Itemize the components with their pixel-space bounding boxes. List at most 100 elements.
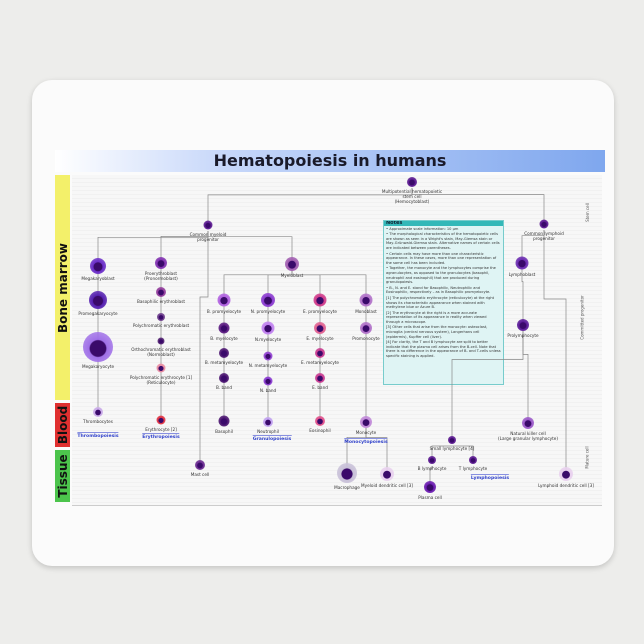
cell-b-band <box>219 373 229 383</box>
cell-cmp <box>203 220 213 230</box>
cell-monoblast <box>359 293 373 307</box>
cell-label: Macrophage <box>334 485 360 490</box>
cell-polychromatic-erythroblast <box>157 313 165 321</box>
cell-label: B. band <box>215 385 233 390</box>
cell-label: N. metamyelocyte <box>248 362 288 368</box>
cell-label: Lymphoblast <box>508 271 536 277</box>
cell-label: E. band <box>312 385 328 390</box>
cell-myeloblast <box>285 257 299 271</box>
cell-n-myelocyte <box>261 321 275 335</box>
notes-paragraph: • B., N. and E. stand for Basophilic, Ne… <box>386 285 491 295</box>
cell-mast-cell <box>195 460 205 470</box>
notes-box: Notes • Approximate scale information: 1… <box>383 220 504 385</box>
cell-eosinophil <box>315 416 325 426</box>
cell-plasma-cell <box>424 481 436 493</box>
cell-megakaryoblast <box>90 258 106 274</box>
cell-promegakaryocyte <box>89 291 107 309</box>
cell-b-myelocyte <box>218 322 230 334</box>
cell-label: Small lymphocyte [4] <box>429 446 475 451</box>
notes-paragraph: [4] For clarity, the T and B lymphocyte … <box>386 340 501 359</box>
cell-label: Common lymphoid progenitor <box>524 230 564 241</box>
cell-label: Multipotential hematopoietic stem cell (… <box>381 189 443 204</box>
cell-monocyte <box>360 416 372 428</box>
cell-label: Lymphoid dendritic cell [3] <box>538 483 594 488</box>
cell-myeloid-dendritic <box>380 467 394 481</box>
cell-label: Prolymphocyte <box>507 333 539 338</box>
cell-label: B. promyelocyte <box>206 308 242 314</box>
poiesis-erythropoiesis: Erythropoiesis <box>142 433 180 440</box>
cell-label: Mast cell <box>190 472 210 477</box>
cell-thrombocytes <box>93 407 103 417</box>
side-label-mature: Mature cell <box>584 446 590 469</box>
poiesis-granulopoiesis: Granulopoiesis <box>252 435 292 442</box>
cell-clp <box>539 219 549 229</box>
cell-label: Eosinophil <box>309 428 331 433</box>
cell-label: Megakaryoblast <box>81 276 115 281</box>
cell-megakaryocyte <box>83 332 113 362</box>
notes-paragraph: • Certain cells may have more than one c… <box>386 251 497 265</box>
cell-label: Myeloid dendritic cell [3] <box>361 483 413 488</box>
cell-label: E. myelocyte <box>306 336 334 341</box>
cell-label: T lymphocyte <box>458 466 488 471</box>
zone-label: Tissue <box>55 454 70 498</box>
cell-label: Basophilic erythroblast <box>136 299 186 304</box>
cell-label: Megakaryocyte <box>81 364 115 369</box>
cell-neutrophil <box>263 417 273 427</box>
zone-label: Blood <box>55 405 70 445</box>
cell-label: E. metamyelocyte <box>300 360 340 365</box>
cell-label: Orthochromatic erythroblast (Normoblast) <box>131 346 191 357</box>
zone-blood: Blood <box>55 403 70 447</box>
cell-label: Monocyte <box>355 430 377 435</box>
cell-label: Thrombocytes <box>83 419 113 424</box>
cell-label: Promegakaryocyte <box>78 311 118 316</box>
cell-label: E. promyelocyte <box>302 308 338 314</box>
cell-basophilic-erythroblast <box>156 287 166 297</box>
cell-e-band <box>315 373 325 383</box>
notes-paragraph: [3] Other cells that arise from the mono… <box>386 325 488 339</box>
notes-paragraph: [2] The erythrocyte at the right is a mo… <box>386 310 487 324</box>
cell-e-myelocyte <box>314 322 326 334</box>
cell-label: Polychromatic erythrocyte [1] (Reticuloc… <box>129 374 193 385</box>
cell-lymphoblast <box>515 256 529 270</box>
cell-proerythroblast <box>155 257 167 269</box>
cell-label: N.myelocyte <box>254 336 282 342</box>
notes-paragraph: [1] The polychromatic erythrocyte (retic… <box>386 295 495 310</box>
cell-n-metamyelocyte <box>263 351 273 361</box>
cell-label: Polychromatic erythroblast <box>132 323 190 328</box>
cell-label: Common myeloid progenitor <box>189 231 227 242</box>
notes-paragraph: • Together, the monocyte and the lymphoc… <box>386 266 496 285</box>
poiesis-thrombopoiesis: Thrombopoiesis <box>77 432 119 439</box>
notes-header: Notes <box>384 221 503 226</box>
diagram-title: Hematopoiesis in humans <box>213 151 447 170</box>
cell-e-promyelocyte <box>313 293 327 307</box>
diagram-area <box>72 175 602 506</box>
cell-b-promyelocyte <box>217 293 231 307</box>
cell-basophil <box>218 415 230 427</box>
cell-b-metamyelocyte <box>219 348 229 358</box>
cell-prolymphocyte <box>517 319 529 331</box>
cell-label: Promonocyte <box>352 336 380 341</box>
cell-label: Erythrocyte [2] <box>145 426 177 432</box>
cell-small-lymphocyte <box>448 436 456 444</box>
cell-label: Proerythroblast (Pronormoblast) <box>144 271 178 281</box>
notes-paragraph: • The morphological characteristics of t… <box>386 232 500 250</box>
cell-erythrocyte <box>156 415 166 425</box>
zone-bone-marrow: Bone marrow <box>55 175 70 400</box>
cell-label: Myeloblast <box>280 273 304 278</box>
cell-label: N. band <box>259 387 277 393</box>
cell-orthochromatic-erythroblast <box>157 337 165 345</box>
zone-label: Bone marrow <box>55 242 70 333</box>
cell-polychromatic-erythrocyte <box>156 363 166 373</box>
cell-label: Monoblast <box>355 308 377 314</box>
cell-label: B. myelocyte <box>210 335 238 341</box>
cell-label: N. promyelocyte <box>250 309 286 314</box>
notes-paragraph: • Approximate scale information: 10 μm <box>386 226 459 231</box>
cell-t-lymphocyte <box>469 456 477 464</box>
cell-n-promyelocyte <box>261 293 275 307</box>
cell-hsc <box>407 177 417 187</box>
title-bar: Hematopoiesis in humans <box>55 150 605 172</box>
poiesis-lymphopoiesis: Lymphopoiesis <box>470 474 510 481</box>
cell-label: Basophil <box>215 428 233 434</box>
cell-b-lymphocyte <box>428 456 436 464</box>
zone-tissue: Tissue <box>55 450 70 502</box>
